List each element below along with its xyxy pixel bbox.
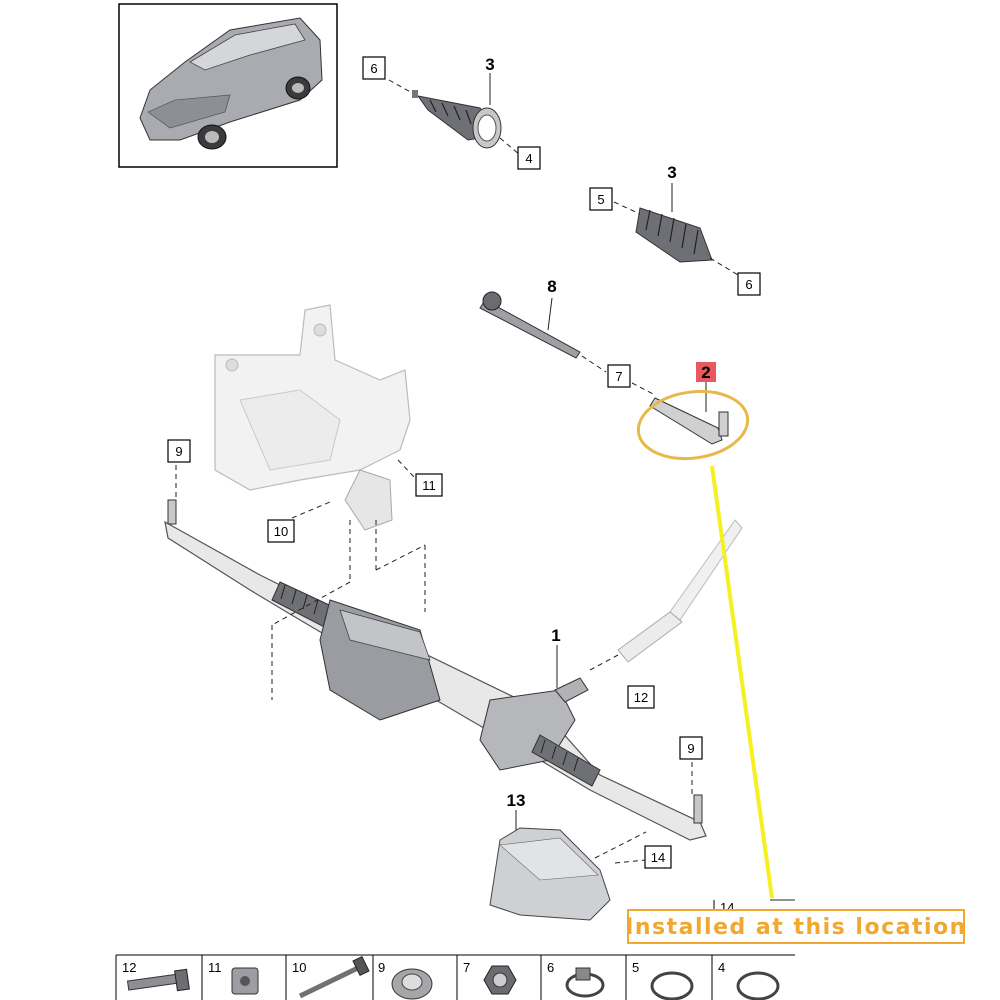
- label-4: 4: [517, 146, 541, 170]
- svg-text:9: 9: [175, 444, 182, 459]
- legend-item-12: 12: [122, 960, 190, 992]
- steering-boot-lower: [613, 183, 739, 276]
- legend-item-5: 5: [632, 960, 694, 1000]
- svg-text:7: 7: [615, 369, 622, 384]
- label-7: 7: [607, 364, 631, 388]
- svg-text:4: 4: [525, 151, 532, 166]
- steering-shaft: [589, 519, 743, 671]
- steering-boot-upper: [388, 73, 521, 156]
- legend-item-10: 10: [292, 955, 370, 999]
- outer-tie-rod-end: [631, 382, 750, 461]
- svg-text:5: 5: [632, 960, 639, 975]
- inner-tie-rod: [479, 291, 607, 373]
- label-1: 1: [551, 626, 560, 645]
- heat-shield-cover: [489, 810, 647, 921]
- label-14: 14: [644, 845, 672, 869]
- installation-callout: Installed at this location: [625, 909, 967, 944]
- svg-text:6: 6: [547, 960, 554, 975]
- svg-text:10: 10: [292, 960, 306, 975]
- legend-item-9: 9: [378, 960, 433, 1000]
- car-suv-icon: [139, 17, 323, 150]
- legend-item-11: 11: [208, 960, 259, 995]
- label-8: 8: [547, 277, 556, 296]
- hex-nut-icon: [483, 965, 517, 995]
- legend-item-6: 6: [547, 960, 605, 998]
- bolt-icon: [126, 968, 190, 992]
- svg-text:14: 14: [651, 850, 665, 865]
- svg-text:9: 9: [687, 741, 694, 756]
- svg-text:6: 6: [745, 277, 752, 292]
- legend-item-4: 4: [718, 960, 780, 1000]
- label-13: 13: [507, 791, 526, 810]
- svg-text:Installed at this location: Installed at this location: [625, 915, 967, 940]
- label-3-top: 3: [485, 55, 494, 74]
- label-11: 11: [415, 473, 443, 497]
- highlight-ring: [636, 389, 750, 461]
- label-3-lower: 3: [667, 163, 676, 182]
- svg-text:2: 2: [701, 363, 710, 382]
- long-bolt-icon: [298, 955, 370, 999]
- svg-text:4: 4: [718, 960, 725, 975]
- hardware-legend: 12 11 10 9 7: [115, 954, 795, 1000]
- label-12: 12: [627, 685, 655, 709]
- svg-text:11: 11: [208, 960, 222, 975]
- label-6-lower: 6: [737, 272, 761, 296]
- label-9-left: 9: [167, 439, 191, 463]
- flange-nut-icon: [391, 968, 433, 1000]
- clamp-icon: [565, 967, 605, 998]
- svg-text:5: 5: [597, 192, 604, 207]
- svg-text:9: 9: [378, 960, 385, 975]
- label-6-top: 6: [362, 56, 386, 80]
- label-5: 5: [589, 187, 613, 211]
- svg-text:10: 10: [274, 524, 288, 539]
- label-9-right: 9: [679, 736, 703, 760]
- hose-clamp-icon: [650, 971, 694, 1000]
- pointer-line: [710, 465, 774, 899]
- svg-text:11: 11: [422, 478, 436, 493]
- steering-rack: [164, 499, 707, 841]
- vehicle-thumbnail: [118, 3, 338, 168]
- svg-text:7: 7: [463, 960, 470, 975]
- subframe: [214, 304, 411, 531]
- svg-text:12: 12: [634, 690, 648, 705]
- hose-clamp-icon: [736, 971, 780, 1000]
- dashed-leaders: [175, 459, 795, 901]
- svg-text:6: 6: [370, 61, 377, 76]
- label-2-highlighted: 2: [696, 362, 716, 382]
- svg-text:12: 12: [122, 960, 136, 975]
- legend-item-7: 7: [463, 960, 517, 995]
- label-10: 10: [267, 519, 295, 543]
